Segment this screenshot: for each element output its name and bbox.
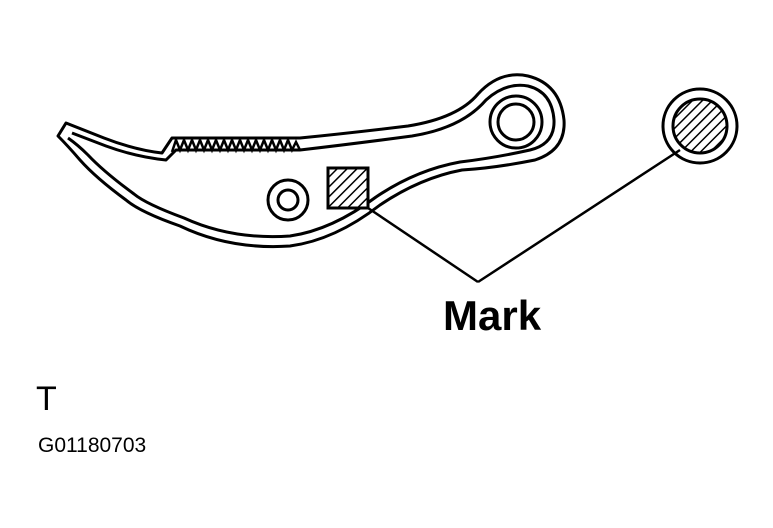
corner-letter-label: T: [36, 380, 57, 418]
lever-inner-outline: [67, 83, 556, 239]
leader-line-square: [367, 206, 479, 284]
pivot-hole-inner: [496, 102, 536, 142]
pivot-hole-outer: [488, 94, 544, 150]
small-hole-outer: [266, 178, 310, 222]
small-hole-inner: [276, 188, 300, 212]
lever-outer-outline: [56, 73, 566, 249]
leader-line-circle: [477, 148, 681, 284]
figure-code-label: G01180703: [38, 434, 146, 457]
mark-label: Mark: [443, 292, 542, 339]
adjuster-teeth: [170, 136, 302, 154]
round-mark-hatched: [671, 97, 729, 155]
hatched-square-mark: [326, 166, 370, 210]
